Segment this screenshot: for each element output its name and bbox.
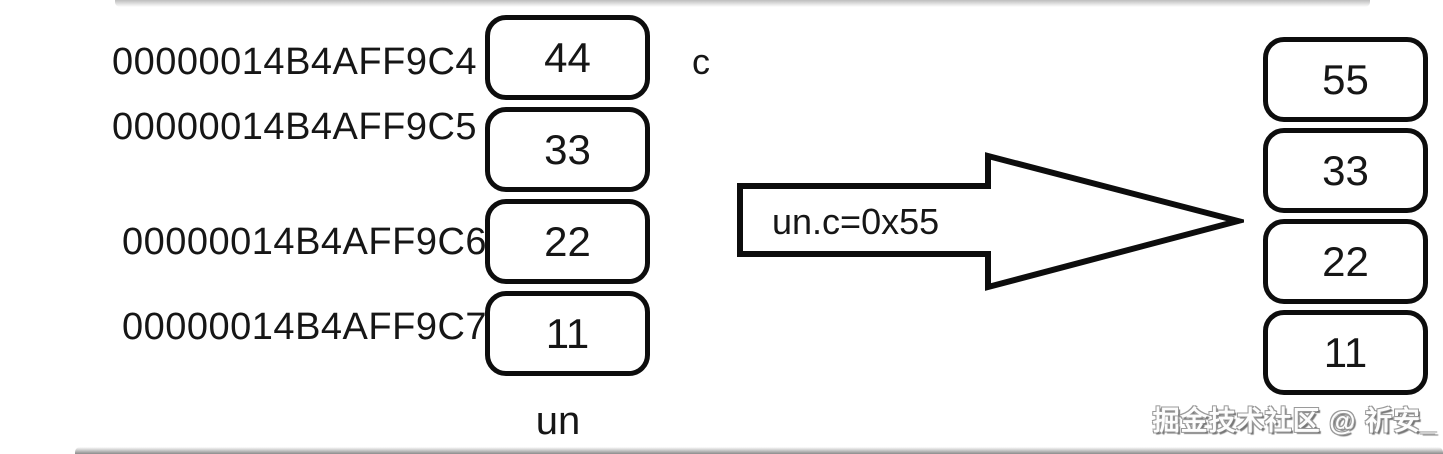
before-cell-0: 44 — [485, 15, 650, 100]
after-cell-2: 22 — [1263, 219, 1428, 304]
memory-address-1: 00000014B4AFF9C5 — [112, 106, 478, 148]
memory-column-after: 55 33 22 11 — [1263, 37, 1428, 395]
memory-column-before: 44 33 22 11 — [485, 15, 650, 376]
memory-address-2: 00000014B4AFF9C6 — [122, 221, 488, 263]
field-label-c: c — [692, 41, 710, 82]
before-cell-3: 11 — [485, 291, 650, 376]
memory-address-0: 00000014B4AFF9C4 — [112, 41, 478, 83]
after-cell-3: 11 — [1263, 310, 1428, 395]
after-cell-1: 33 — [1263, 128, 1428, 213]
memory-address-3: 00000014B4AFF9C7 — [122, 306, 488, 348]
top-divider-line — [115, 0, 1370, 7]
after-cell-0: 55 — [1263, 37, 1428, 122]
assignment-arrow-shape — [737, 152, 1244, 291]
assignment-arrow-label: un.c=0x55 — [772, 201, 940, 242]
bottom-divider-line — [75, 447, 1443, 454]
assignment-arrow — [737, 152, 1244, 291]
before-cell-2: 22 — [485, 199, 650, 284]
watermark: 掘金技术社区 @ 祈安_ — [1152, 406, 1437, 436]
before-cell-1: 33 — [485, 107, 650, 192]
union-label-un: un — [535, 399, 581, 443]
